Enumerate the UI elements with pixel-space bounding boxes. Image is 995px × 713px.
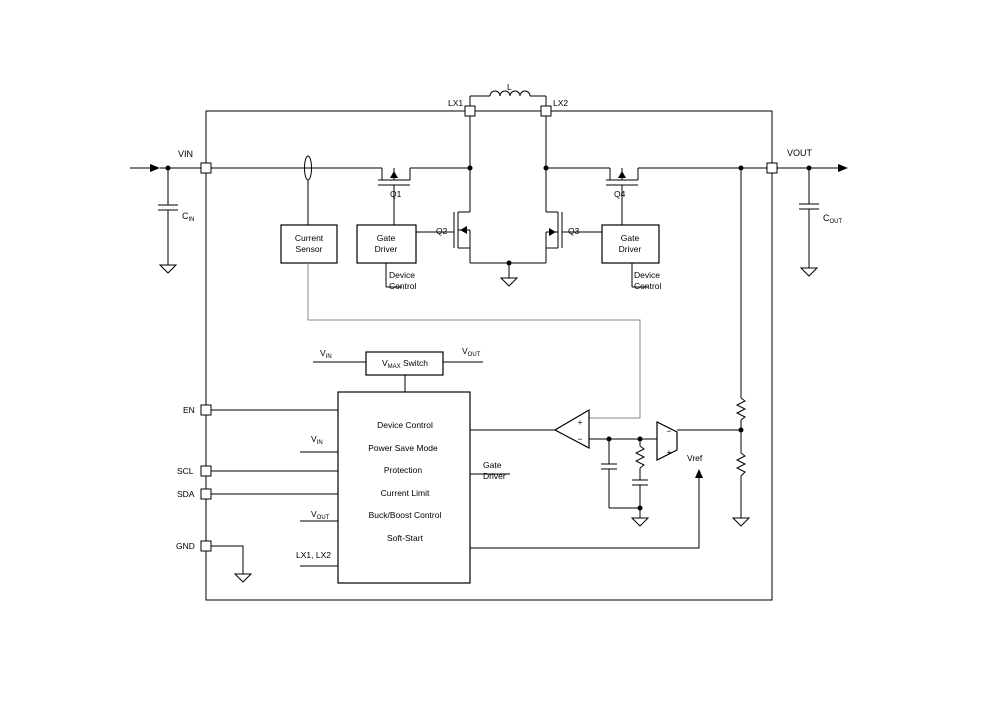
gate-driver-left-line2: Driver xyxy=(375,244,398,254)
vmax-switch-main: V xyxy=(382,358,388,368)
device-control-left-line2: Control xyxy=(389,281,417,291)
block-input-vout-sub: OUT xyxy=(317,515,330,521)
sda-pin xyxy=(200,488,212,500)
block-input-vout: VOUT xyxy=(311,509,330,521)
vref-label: Vref xyxy=(687,453,703,463)
gate-driver-out-line1: Gate xyxy=(483,460,502,470)
control-item-current-limit: Current Limit xyxy=(381,488,430,498)
control-item-buck-boost-control: Buck/Boost Control xyxy=(369,510,442,520)
feedback-resistor-top-icon xyxy=(735,397,747,421)
block-input-lx: LX1, LX2 xyxy=(296,550,331,560)
lx2-pin-label: LX2 xyxy=(553,98,568,108)
vout-pin xyxy=(766,162,778,174)
vmax-vout-main: V xyxy=(462,346,468,356)
ground-icon xyxy=(799,267,819,277)
block-input-vin: VIN xyxy=(311,434,323,446)
vref-arrow-icon xyxy=(695,469,703,478)
q4-transistor xyxy=(606,168,639,225)
ground-icon xyxy=(233,573,253,583)
comp-resistor-icon xyxy=(634,445,646,469)
vin-pin-label: VIN xyxy=(178,149,193,159)
cout-label-main: C xyxy=(823,213,830,223)
en-pin-label: EN xyxy=(183,405,195,415)
gate-driver-left-block xyxy=(356,224,417,264)
control-block xyxy=(337,391,471,584)
feedback-divider xyxy=(731,168,751,527)
control-item-protection: Protection xyxy=(384,465,423,475)
vmax-switch-label: VMAX Switch xyxy=(382,358,428,370)
ground-icon xyxy=(731,517,751,527)
vout-pin-label: VOUT xyxy=(787,148,813,158)
error-amplifier xyxy=(656,421,678,461)
compensation-network xyxy=(601,439,650,527)
gate-driver-out-line2: Driver xyxy=(483,471,506,481)
device-control-right-line2: Control xyxy=(634,281,662,291)
q2-transistor xyxy=(453,211,471,263)
block-input-vout-main: V xyxy=(311,509,317,519)
output-arrow-icon xyxy=(838,164,848,172)
lx2-pin xyxy=(540,105,552,117)
control-item-soft-start: Soft-Start xyxy=(387,533,424,543)
vmax-switch-rest: Switch xyxy=(401,358,429,368)
power-stage xyxy=(211,116,767,287)
q1-label: Q1 xyxy=(390,189,402,199)
current-sensor-line2: Sensor xyxy=(296,244,323,254)
vmax-vout-label: VOUT xyxy=(462,346,481,358)
sda-pin-label: SDA xyxy=(177,489,195,499)
current-sensor-line1: Current xyxy=(295,233,324,243)
input-arrow-icon xyxy=(150,164,160,172)
ground-icon xyxy=(630,517,650,527)
cout-label: COUT xyxy=(823,213,843,225)
vmax-vin-sub: IN xyxy=(326,354,332,360)
comparator xyxy=(553,408,590,449)
q2-label: Q2 xyxy=(436,226,448,236)
error-amp-minus: − xyxy=(667,426,672,436)
q3-label: Q3 xyxy=(568,226,580,236)
q1-transistor xyxy=(378,168,411,225)
current-sensor-block xyxy=(280,224,338,264)
comparator-plus: + xyxy=(578,417,583,427)
feedback-resistor-bottom-icon xyxy=(735,452,747,477)
q3-transistor xyxy=(543,116,602,263)
control-item-power-save-mode: Power Save Mode xyxy=(368,443,438,453)
inductor xyxy=(469,90,547,106)
vin-pin xyxy=(200,162,212,174)
vmax-vin-main: V xyxy=(320,348,326,358)
ground-icon xyxy=(499,277,519,287)
lx1-pin-label: LX1 xyxy=(448,98,463,108)
gnd-pin-label: GND xyxy=(176,541,195,551)
output-network xyxy=(777,164,848,277)
vmax-switch-sub: MAX xyxy=(388,364,401,370)
input-network xyxy=(130,164,201,274)
comparator-minus: − xyxy=(578,434,583,444)
control-item-device-control: Device Control xyxy=(377,420,433,430)
ic-outline xyxy=(205,110,773,601)
cin-label-main: C xyxy=(182,211,189,221)
lx1-pin xyxy=(464,105,476,117)
gate-driver-left-line1: Gate xyxy=(377,233,396,243)
gate-driver-right-line2: Driver xyxy=(619,244,642,254)
gate-driver-right-block xyxy=(601,224,660,264)
device-control-right-line1: Device xyxy=(634,270,660,280)
en-pin xyxy=(200,404,212,416)
cout-label-sub: OUT xyxy=(830,219,843,225)
scl-pin xyxy=(200,465,212,477)
vmax-vin-label: VIN xyxy=(320,348,332,360)
block-input-vin-sub: IN xyxy=(317,440,323,446)
block-input-vin-main: V xyxy=(311,434,317,444)
inductor-label: L xyxy=(507,82,512,92)
cin-label-sub: IN xyxy=(189,217,195,223)
error-amp-plus: + xyxy=(667,447,672,457)
cin-label: CIN xyxy=(182,211,195,223)
device-control-left-line1: Device xyxy=(389,270,415,280)
q4-label: Q4 xyxy=(614,189,626,199)
scl-pin-label: SCL xyxy=(177,466,194,476)
vmax-vout-sub: OUT xyxy=(468,352,481,358)
gate-driver-right-line1: Gate xyxy=(621,233,640,243)
inductor-coil-icon xyxy=(489,90,531,97)
current-sense-signal-wire xyxy=(307,263,641,419)
gnd-pin xyxy=(200,540,212,552)
ground-icon xyxy=(158,264,178,274)
